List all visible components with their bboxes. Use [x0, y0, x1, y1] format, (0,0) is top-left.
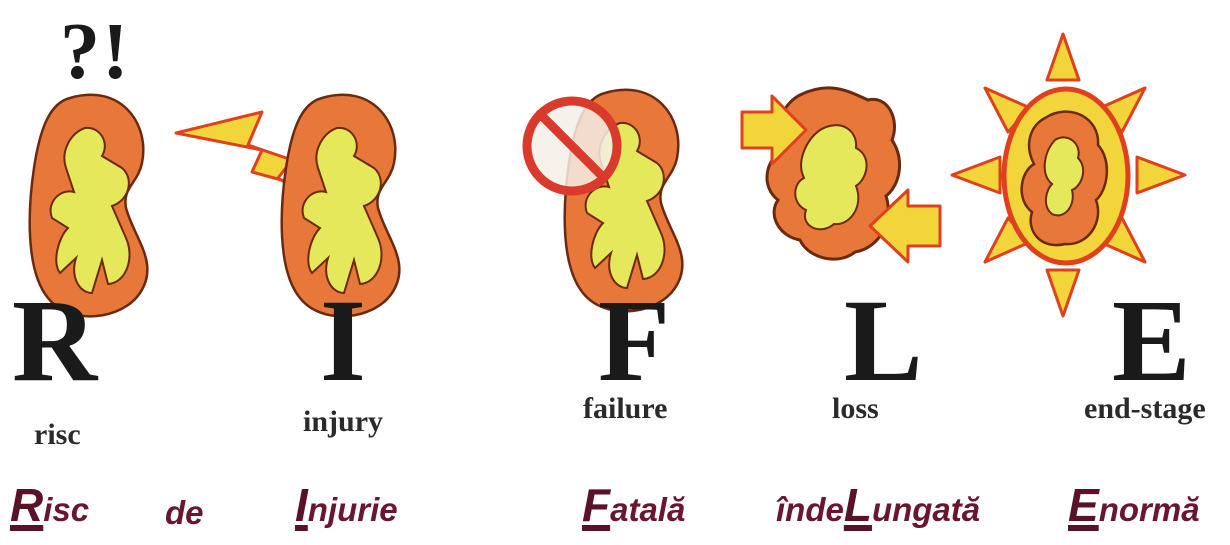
mnemonic-indelungata-initial: L [844, 479, 872, 531]
stage-word-injury: injury [303, 407, 383, 437]
mnemonic-indelungata-rest: ungată [872, 491, 980, 528]
stage-letter-f: F [598, 282, 670, 400]
mnemonic-risc: Risc [10, 482, 89, 528]
mnemonic-injurie-rest: njurie [308, 491, 398, 528]
mnemonic-indelungata-prefix: înde [776, 491, 844, 528]
stage-word-failure: failure [583, 394, 667, 424]
stage-word-end-stage: end-stage [1084, 394, 1206, 424]
kidney-sun-icon [952, 34, 1185, 316]
mnemonic-enorma-rest: normă [1099, 491, 1200, 528]
mnemonic-injurie: Injurie [295, 482, 398, 528]
stage-word-risc: risc [34, 420, 81, 450]
mnemonic-risc-rest: isc [43, 491, 89, 528]
mnemonic-indelungata: îndeLungată [776, 482, 980, 528]
stage-letter-l: L [844, 282, 923, 400]
shrunken-kidney-arrows-icon [742, 88, 940, 262]
mnemonic-enorma: Enormă [1068, 482, 1200, 528]
mnemonic-fatala: Fatală [582, 482, 685, 528]
mnemonic-de: de [165, 496, 204, 529]
question-exclamation-mark: ?! [60, 12, 131, 92]
prohibited-icon [527, 101, 617, 191]
stage-letter-e: E [1112, 282, 1191, 400]
stage-word-loss: loss [832, 394, 879, 424]
stage-letter-i: I [320, 282, 366, 400]
mnemonic-enorma-initial: E [1068, 479, 1099, 531]
mnemonic-fatala-rest: atală [610, 491, 685, 528]
mnemonic-injurie-initial: I [295, 479, 308, 531]
stage-letter-r: R [12, 282, 97, 400]
mnemonic-risc-initial: R [10, 479, 43, 531]
mnemonic-fatala-initial: F [582, 479, 610, 531]
